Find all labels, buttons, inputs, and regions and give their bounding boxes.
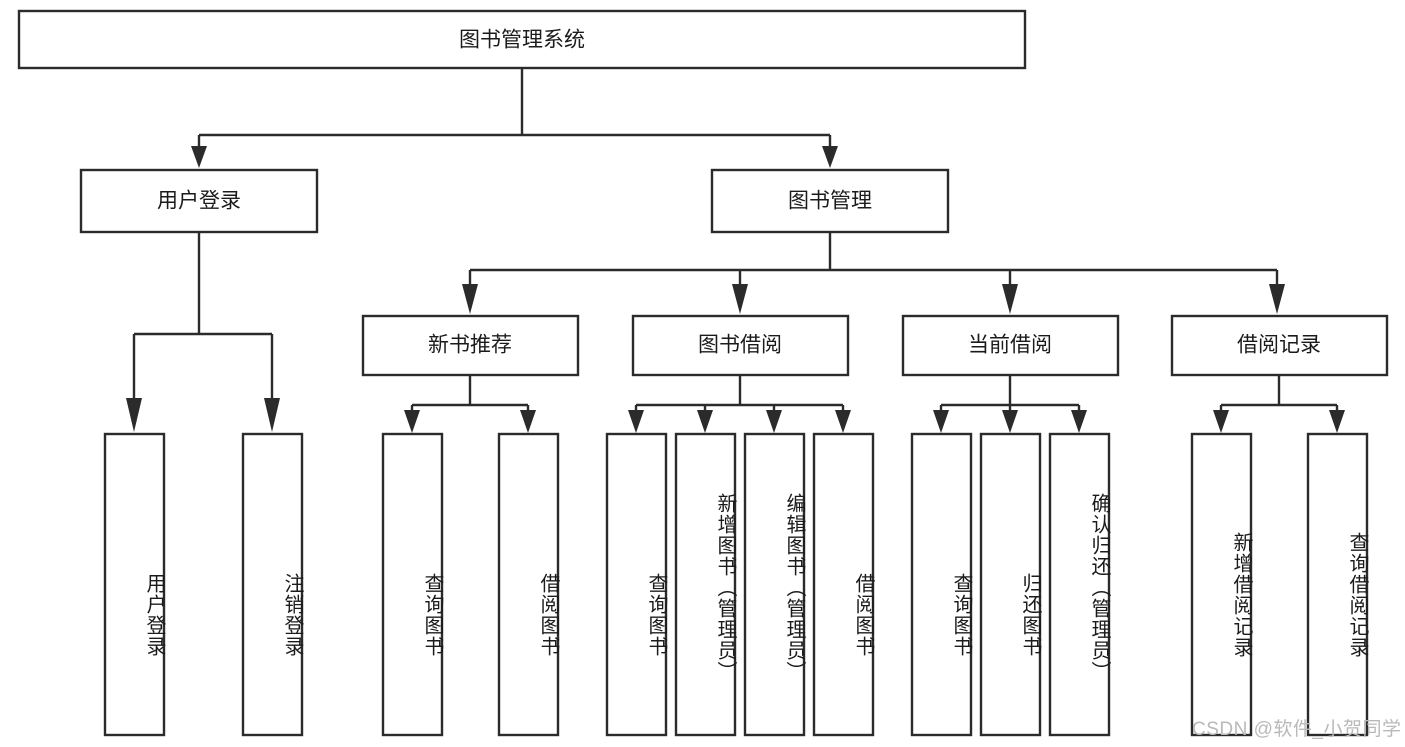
- user-login-label: 用户登录: [157, 190, 241, 213]
- arrow-head-bb-3: [766, 410, 782, 433]
- current-borrow-box[interactable]: [901, 314, 1120, 377]
- arrow-head-nbr-1: [404, 410, 420, 433]
- connector-root-to-level2: [191, 68, 838, 168]
- node-root[interactable]: 图书管理系统: [17, 9, 1027, 70]
- node-user-login[interactable]: 用户登录: [79, 168, 319, 234]
- leaf-box-br-1[interactable]: [1190, 432, 1253, 737]
- arrow-head-bb-2: [697, 410, 713, 433]
- new-book-recommend-label: 新书推荐: [428, 334, 512, 357]
- node-book-borrow[interactable]: 图书借阅: [631, 314, 850, 377]
- connector-book-borrow-to-leaves: [628, 375, 851, 433]
- leaf-box-bb-4[interactable]: [812, 432, 875, 737]
- leaf-box-user-login-1[interactable]: [103, 432, 166, 737]
- watermark-text: CSDN @软件_小贺同学: [1192, 719, 1402, 740]
- arrow-head-user-login-2: [264, 398, 280, 432]
- leaf-box-nbr-1[interactable]: [381, 432, 444, 737]
- node-book-management[interactable]: 图书管理: [710, 168, 950, 234]
- arrow-head-user-login-1: [126, 398, 142, 432]
- borrow-record-label: 借阅记录: [1237, 334, 1321, 357]
- book-borrow-box[interactable]: [631, 314, 850, 377]
- root-label: 图书管理系统: [459, 29, 585, 52]
- leaf-box-bb-3[interactable]: [743, 432, 806, 737]
- book-borrow-label: 图书借阅: [698, 334, 782, 357]
- leaf-box-br-2[interactable]: [1306, 432, 1369, 737]
- arrow-head-cb-1: [933, 410, 949, 433]
- current-borrow-label: 当前借阅: [968, 334, 1052, 357]
- arrow-head-level2-1: [191, 146, 207, 168]
- node-new-book-recommend[interactable]: 新书推荐: [361, 314, 580, 377]
- arrow-head-cb-3: [1071, 410, 1087, 433]
- arrow-head-bb-1: [628, 410, 644, 433]
- arrow-head-bb-4: [835, 410, 851, 433]
- arrow-head-br-2: [1329, 410, 1345, 433]
- arrow-head-level2-2: [822, 146, 838, 168]
- leaf-box-cb-1[interactable]: [910, 432, 973, 737]
- book-management-box[interactable]: [710, 168, 950, 234]
- connector-borrow-record-to-leaves: [1213, 375, 1345, 433]
- leaf-box-cb-2[interactable]: [979, 432, 1042, 737]
- arrow-head-level3-3: [1002, 284, 1018, 314]
- node-current-borrow[interactable]: 当前借阅: [901, 314, 1120, 377]
- arrow-head-level3-4: [1269, 284, 1285, 314]
- book-management-label: 图书管理: [788, 190, 872, 213]
- borrow-record-box[interactable]: [1170, 314, 1389, 377]
- root-box[interactable]: [17, 9, 1027, 70]
- arrow-head-nbr-2: [520, 410, 536, 433]
- node-borrow-record[interactable]: 借阅记录: [1170, 314, 1389, 377]
- arrow-head-br-1: [1213, 410, 1229, 433]
- leaf-box-bb-1[interactable]: [605, 432, 668, 737]
- arrow-head-level3-2: [732, 284, 748, 314]
- connector-new-book-recommend-to-leaves: [404, 375, 536, 433]
- leaf-box-bb-2[interactable]: [674, 432, 737, 737]
- connector-user-login-to-leaves: [126, 232, 280, 432]
- leaf-box-user-login-2[interactable]: [241, 432, 304, 737]
- leaf-box-cb-3[interactable]: [1048, 432, 1111, 737]
- arrow-head-cb-2: [1002, 410, 1018, 433]
- arrow-head-level3-1: [462, 284, 478, 314]
- connector-current-borrow-to-leaves: [933, 375, 1087, 433]
- new-book-recommend-box[interactable]: [361, 314, 580, 377]
- leaf-box-nbr-2[interactable]: [497, 432, 560, 737]
- connector-book-management-to-level3: [462, 232, 1285, 314]
